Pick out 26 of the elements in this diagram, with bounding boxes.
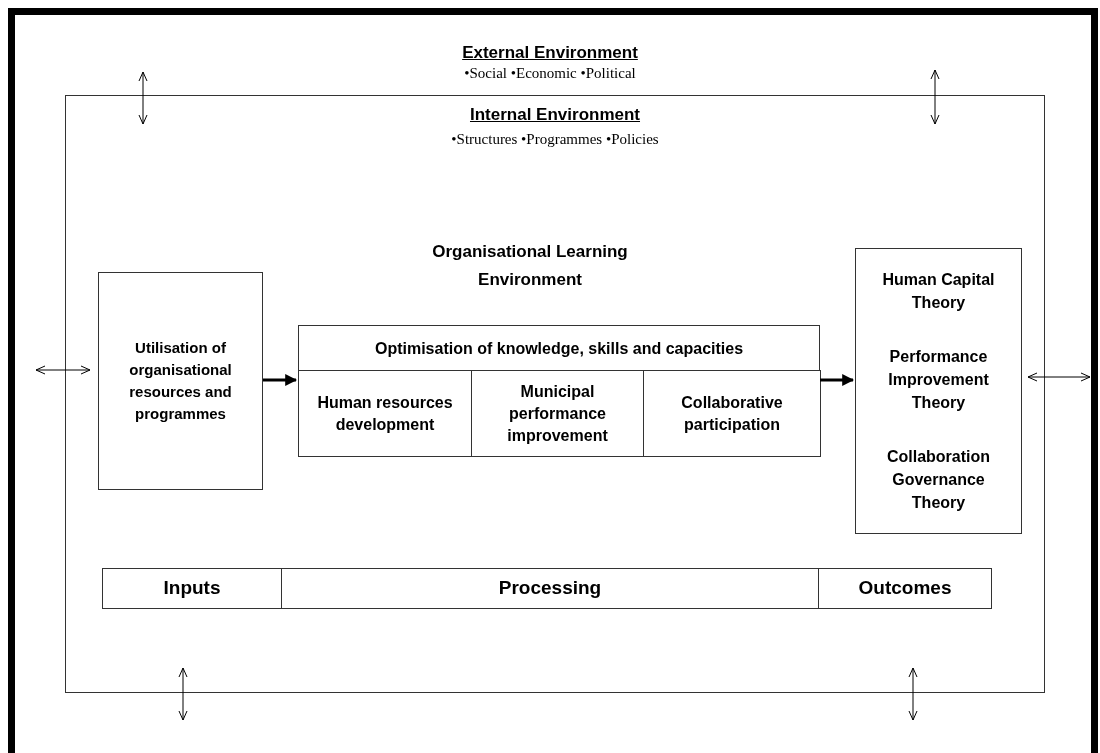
bullet-list-text: •Structures •Programmes •Policies [451, 129, 659, 149]
section-heading: External Environment [461, 42, 639, 64]
theory-text: Human Capital Theory [881, 270, 996, 314]
table-box [298, 325, 820, 457]
theory-text: Collaboration Governance Theory [885, 446, 992, 513]
table-header-text: Optimisation of knowledge, skills and capacities [374, 338, 744, 359]
table-cell [281, 568, 819, 609]
section-heading: Internal Environment [470, 104, 640, 126]
process-box [855, 248, 1022, 534]
table-cell [643, 370, 821, 457]
arrow [820, 374, 855, 386]
box-text: Outcomes [858, 576, 952, 601]
box-text: Municipal performance improvement [506, 381, 609, 446]
theory-text: Performance Improvement Theory [887, 347, 990, 413]
table-cell [818, 568, 992, 609]
box-text: Utilisation of organisational resources and programmes [128, 338, 233, 424]
box-text: Processing [498, 576, 602, 601]
arrow [263, 374, 298, 386]
box-text: Inputs [163, 576, 221, 601]
bullet-list-text: •Social •Economic •Political [463, 64, 637, 83]
environment-box [65, 95, 1045, 693]
box-text: Collaborative participation [680, 392, 784, 435]
box-text: Human resources development [316, 392, 454, 435]
process-box [98, 272, 263, 490]
area-label: Organisational Learning Environment [431, 241, 629, 291]
table-cell [102, 568, 282, 609]
